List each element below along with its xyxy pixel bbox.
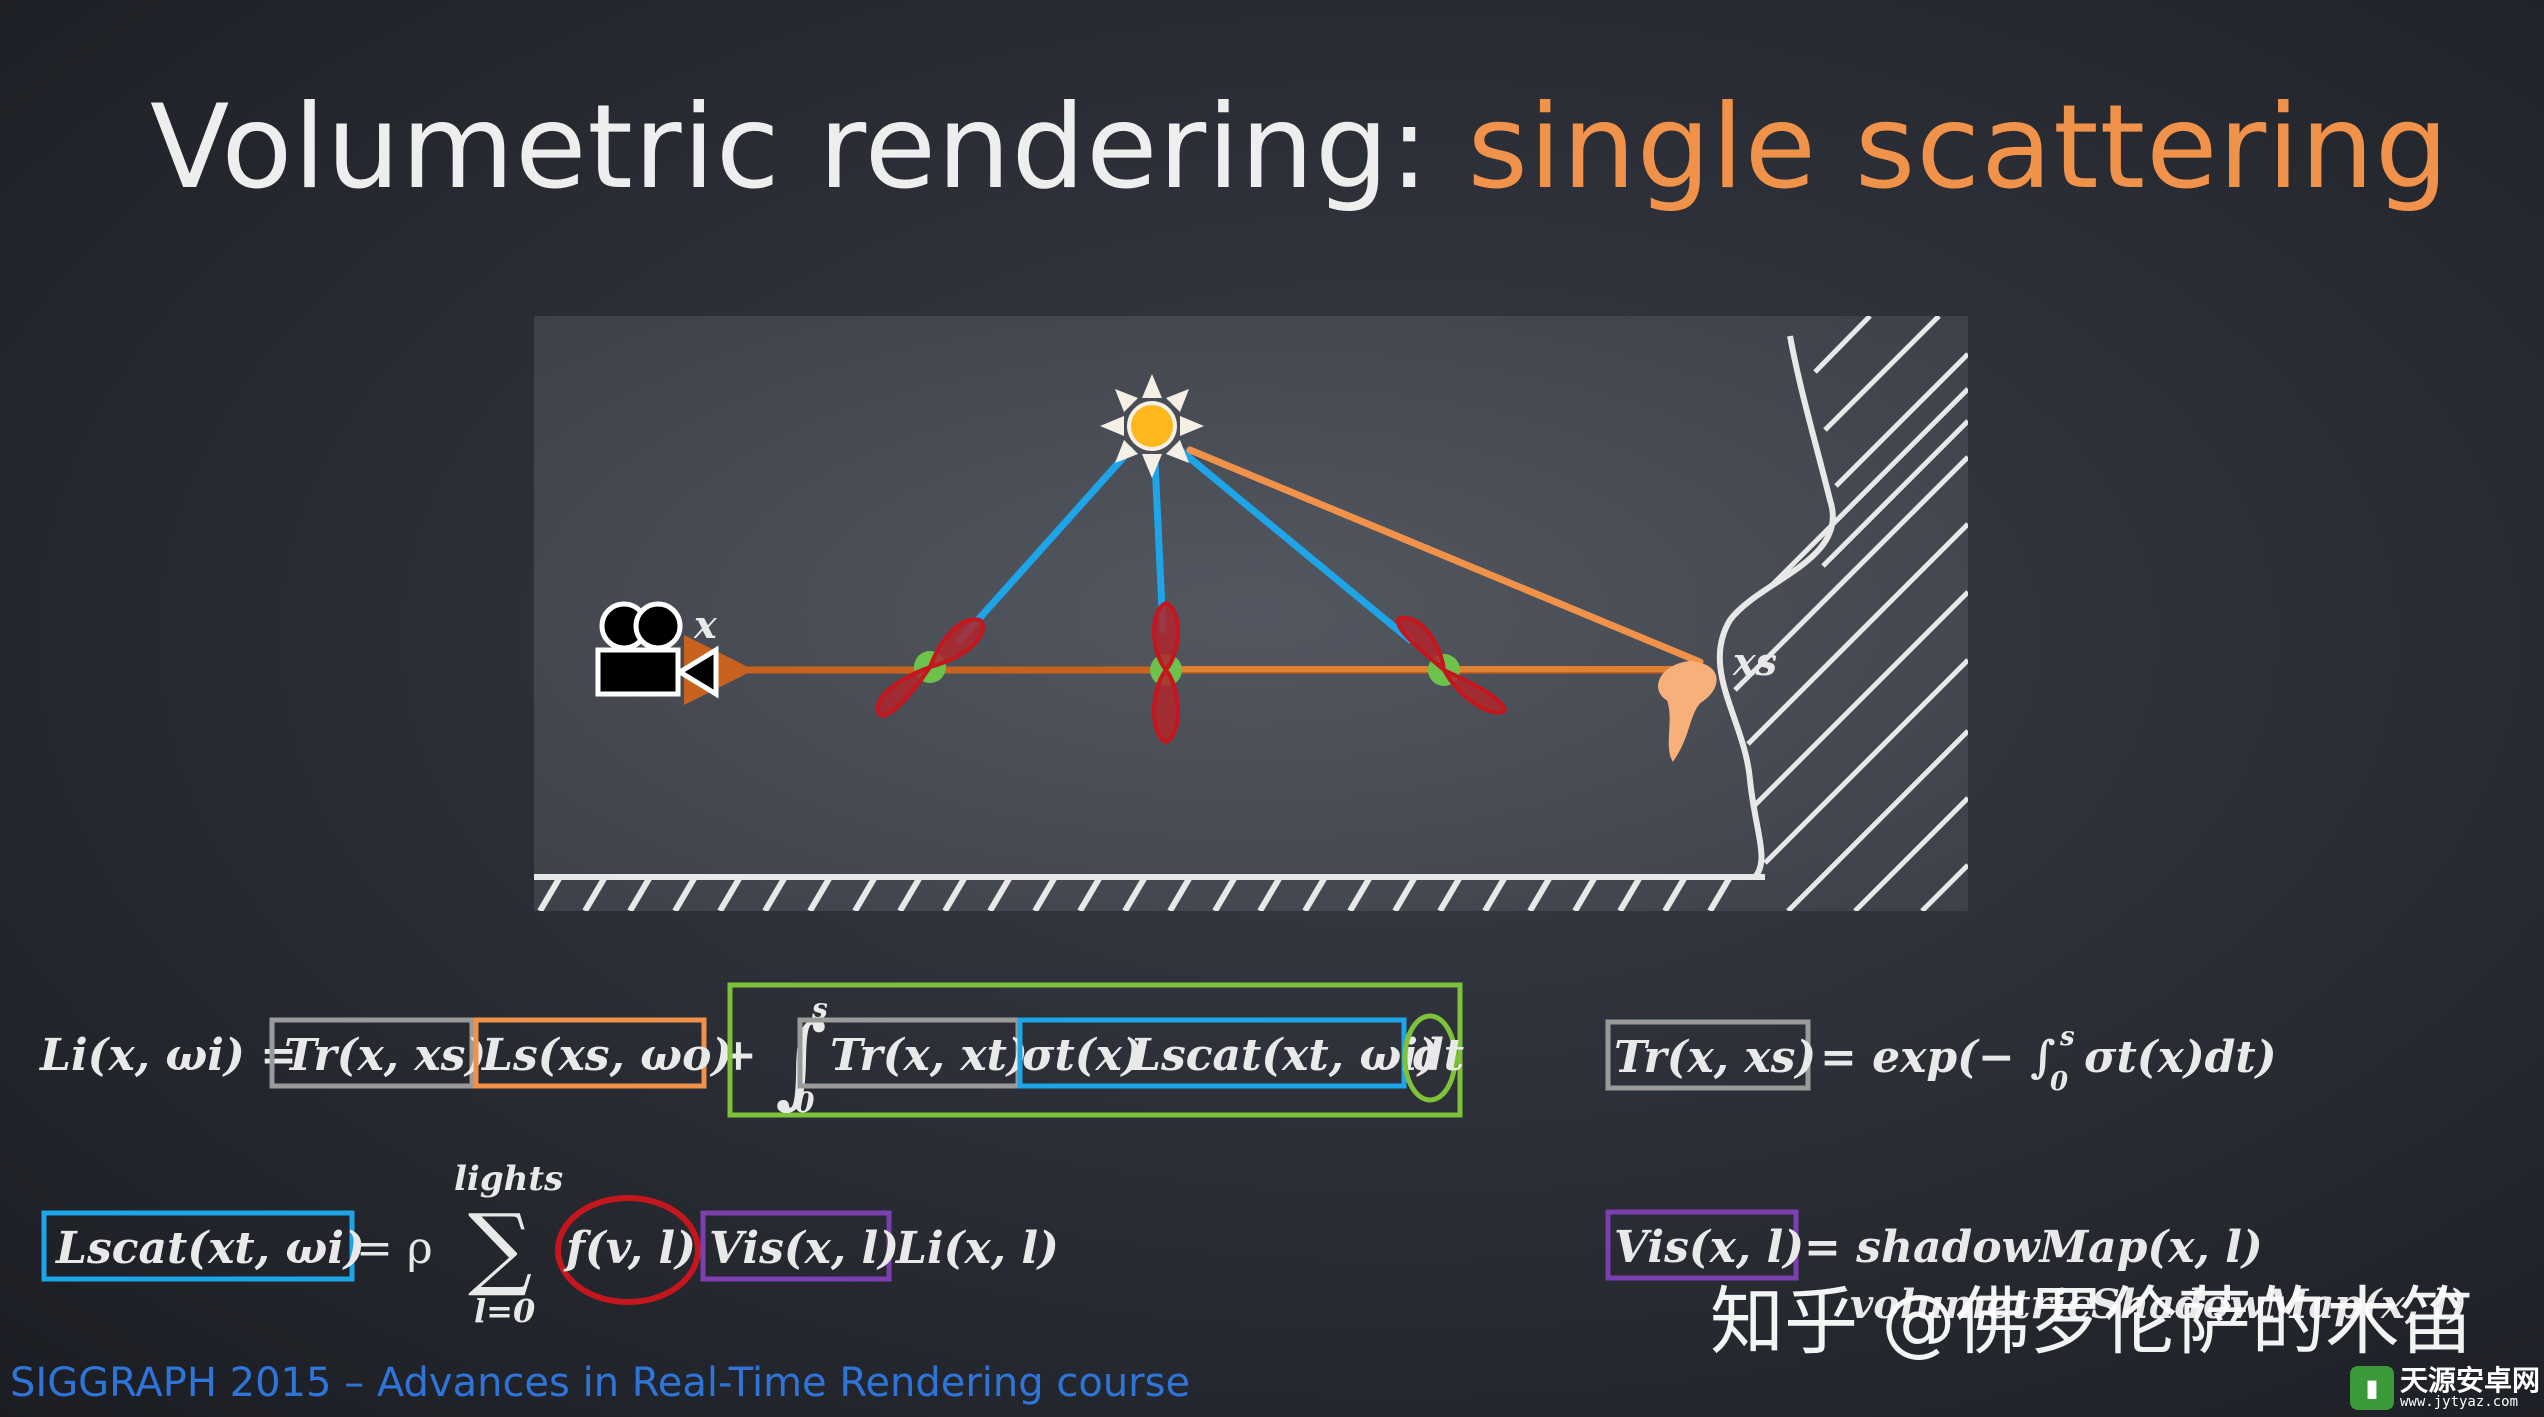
site-logo-icon: ▮ (2350, 1366, 2394, 1410)
eq1-tr: Tr(x, xs) (284, 1030, 486, 1081)
eq1-int-upper: s (811, 992, 828, 1025)
eq3-lhs-box (41, 1210, 355, 1282)
surface-lobe (1658, 660, 1717, 762)
scatter-point-2 (1150, 600, 1182, 745)
eq3-sum-lower: l=0 (474, 1292, 535, 1330)
light-rays (956, 446, 1414, 644)
eq3-eq: = ρ (356, 1223, 433, 1274)
site-badge: ▮ 天源安卓网 www.jytyaz.com (2350, 1362, 2540, 1414)
eq1-dt-circle (1402, 1013, 1458, 1103)
eq2-lhs: Tr(x, xs) (1614, 1032, 1816, 1083)
equation-transmittance: Tr(x, xs) = exp(− ∫ s 0 σt(x)dt) (1605, 1019, 2277, 1097)
site-name: 天源安卓网 (2400, 1365, 2541, 1396)
equation-radiance: Li(x, ωi) = Tr(x, xs) Ls(xs, ωo) + ∫ s 0… (38, 982, 1464, 1119)
eq2-upper: s (2059, 1022, 2075, 1052)
title-main: Volumetric rendering: (150, 80, 1468, 215)
eq2-lower: 0 (2050, 1067, 2068, 1097)
eq3-lhs: Lscat(xt, ωi) (54, 1223, 365, 1274)
eq4-lhs-box (1605, 1209, 1799, 1281)
eq3-li: Li(x, l) (894, 1223, 1059, 1274)
eq4-second: volumetricShadowMap(x, l) (1850, 1281, 2467, 1328)
diagram-panel (534, 316, 1968, 911)
eq4-rhs: = shadowMap(x, l) (1804, 1222, 2263, 1273)
eq3-f-circle (555, 1195, 701, 1305)
eq1-integral-box (727, 982, 1463, 1118)
eq3-vis: Vis(x, l) (709, 1223, 899, 1274)
camera-icon (595, 601, 719, 699)
watermark: 知乎 @佛罗伦萨的木笛 (1710, 1279, 2474, 1365)
eq2-lhs-box (1605, 1019, 1811, 1091)
eq1-plus: + (720, 1030, 757, 1081)
shadow-ray (1186, 446, 1704, 666)
eq1-trxt: Tr(x, xt) (830, 1030, 1028, 1081)
eq1-ls: Ls(xs, ωo) (480, 1030, 732, 1081)
surface-point-label: xs (1732, 639, 1777, 684)
eq1-ls-box (473, 1017, 707, 1089)
eq3-sum-upper: lights (454, 1159, 563, 1199)
sun-icon (1100, 374, 1204, 478)
eq3-f: f(v, l) (563, 1223, 696, 1274)
eq1-int-lower: 0 (795, 1086, 815, 1119)
title-accent: single scattering (1467, 80, 2450, 215)
footer-credit: SIGGRAPH 2015 – Advances in Real-Time Re… (10, 1360, 1191, 1406)
site-url: www.jytyaz.com (2400, 1394, 2519, 1410)
equation-visibility: Vis(x, l) = shadowMap(x, l) volumetricSh… (1605, 1209, 2467, 1328)
eq1-lscat: Lscat(xt, ωi) (1128, 1030, 1439, 1081)
eq1-tr-box (269, 1017, 475, 1089)
eq2-rhs: = exp(− ∫ (1820, 1032, 2056, 1083)
wall-hatching (1716, 316, 1968, 911)
eq1-sigma: σt(x) (1022, 1030, 1143, 1081)
slide-title: Volumetric rendering: single scattering (150, 80, 2450, 215)
floor-hatching (534, 874, 1765, 911)
scatter-point-1 (876, 617, 985, 718)
eq3-vis-box (700, 1210, 892, 1282)
eq4-lhs: Vis(x, l) (1614, 1222, 1804, 1273)
eq3-sum-sign: ∑ (468, 1195, 532, 1300)
eq1-dt: dt (1413, 1030, 1464, 1081)
scatter-point-3 (1396, 615, 1508, 715)
equation-lscat: Lscat(xt, ωi) = ρ lights ∑ l=0 f(v, l) V… (41, 1159, 1059, 1330)
eq1-lhs: Li(x, ωi) = (38, 1030, 297, 1081)
camera-label: x (693, 602, 718, 647)
eq2-rest: σt(x)dt) (2084, 1032, 2277, 1083)
